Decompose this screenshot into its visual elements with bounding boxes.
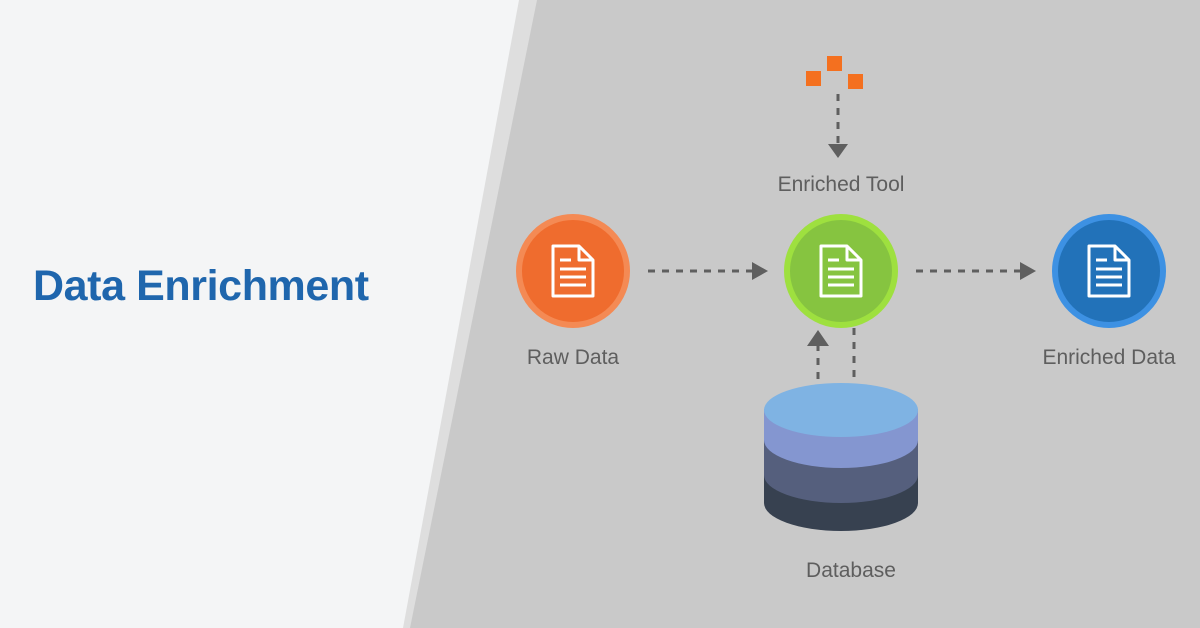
document-icon [550, 243, 596, 299]
connector-squares-to-tool [826, 94, 850, 165]
arrowhead-up-icon [807, 330, 829, 346]
arrowhead-right-icon [1020, 262, 1036, 280]
database-cylinder-icon[interactable] [764, 383, 918, 533]
node-label-enriched-tool: Enriched Tool [777, 173, 905, 196]
node-raw-data[interactable] [516, 214, 630, 328]
data-square-icon [806, 71, 821, 86]
page-title: Data Enrichment [33, 262, 369, 310]
node-enriched-tool[interactable] [784, 214, 898, 328]
document-icon [1086, 243, 1132, 299]
connector-raw-to-tool [648, 260, 770, 287]
data-square-icon [827, 56, 842, 71]
data-square-icon [848, 74, 863, 89]
connector-tool-to-enriched-data [916, 260, 1038, 287]
node-label-enriched-data: Enriched Data [1042, 346, 1176, 369]
arrowhead-down-icon [828, 144, 848, 158]
node-label-raw-data: Raw Data [526, 346, 620, 369]
node-enriched-data[interactable] [1052, 214, 1166, 328]
node-label-database: Database [806, 559, 896, 582]
document-icon [818, 243, 864, 299]
arrowhead-right-icon [752, 262, 768, 280]
